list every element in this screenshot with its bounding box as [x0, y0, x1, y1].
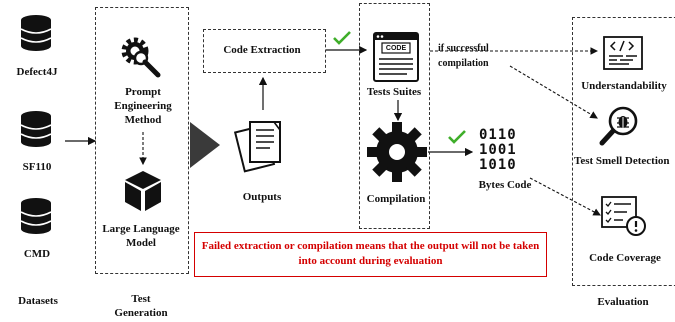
datasets-caption: Datasets: [18, 295, 58, 307]
compilation-label: Compilation: [366, 193, 426, 205]
llm-label: Large Language Model: [102, 223, 180, 249]
cube-icon: [125, 171, 161, 211]
prompt-engineering-label: Prompt Engineering Method: [114, 86, 172, 126]
code-extraction-label: Code Extraction: [223, 44, 301, 56]
suites-compilation-container: [359, 3, 430, 229]
arrow-to-test-smell: [509, 65, 598, 119]
database-icon: [20, 111, 52, 147]
documents-icon: [233, 121, 281, 173]
evaluation-item-label: Code Coverage: [589, 252, 661, 264]
dataset-label: CMD: [23, 248, 51, 260]
flow-triangle: [190, 122, 220, 168]
code-badge-text: CODE: [385, 45, 407, 52]
code-window-icon: [373, 32, 419, 82]
check-icon: [448, 130, 466, 144]
failure-note: Failed extraction or compilation means t…: [194, 232, 547, 277]
outputs-label: Outputs: [242, 191, 282, 203]
test-generation-caption: Test Generation: [114, 293, 168, 319]
magnifier-gear-icon: [121, 37, 161, 78]
database-icon: [20, 198, 52, 234]
check-icon: [333, 31, 351, 45]
evaluation-container: [572, 17, 675, 286]
gear-icon: [367, 122, 427, 182]
checklist-alert-icon: [601, 196, 646, 236]
tests-suites-label: Tests Suites: [366, 86, 422, 98]
evaluation-item-label: Understandability: [581, 80, 667, 92]
bytes-line: 1010: [479, 157, 517, 173]
bug-search-icon: [599, 106, 638, 146]
bytes-line: 1001: [479, 142, 517, 158]
evaluation-item-label: Test Smell Detection: [574, 155, 670, 167]
code-extraction-box: [203, 29, 326, 73]
arrow-bytes-to-coverage: [529, 177, 601, 216]
database-icon: [20, 15, 52, 51]
evaluation-caption: Evaluation: [597, 296, 649, 308]
dataset-label: Defect4J: [16, 66, 58, 78]
if-successful-label: if successful compilation: [438, 43, 489, 69]
bytes-line: 0110: [479, 127, 517, 143]
dataset-label: SF110: [22, 161, 52, 173]
bytes-code-label: Bytes Code: [478, 179, 532, 191]
code-document-icon: [603, 36, 643, 70]
test-generation-container: [95, 7, 189, 274]
